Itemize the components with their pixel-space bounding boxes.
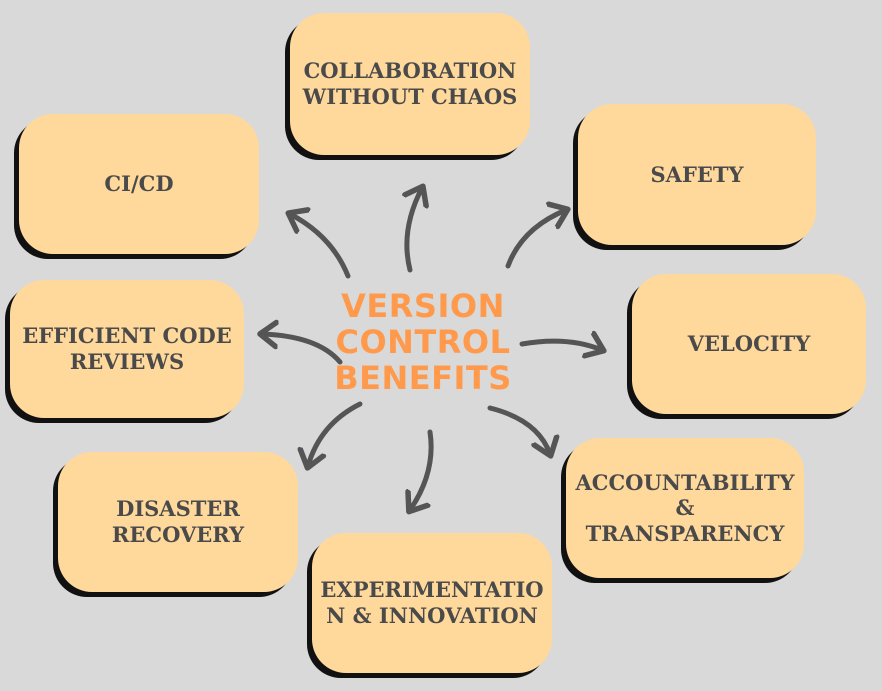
benefit-accountability-label: ACCOUNTABILITY & TRANSPARENCY bbox=[575, 469, 795, 546]
benefit-experimentation-box: EXPERIMENTATIO N & INNOVATION bbox=[312, 533, 552, 673]
benefit-velocity-label: VELOCITY bbox=[687, 331, 811, 357]
arrow-to-safety bbox=[505, 210, 566, 269]
benefit-cicd-label: CI/CD bbox=[104, 171, 174, 197]
benefit-collaboration-label: COLLABORATION WITHOUT CHAOS bbox=[302, 58, 518, 109]
benefit-cicd-box: CI/CD bbox=[19, 114, 259, 254]
benefit-collaboration-box: COLLABORATION WITHOUT CHAOS bbox=[290, 13, 530, 155]
benefit-disaster-recovery-box: DISASTER RECOVERY bbox=[58, 452, 298, 592]
arrow-to-experimentation bbox=[410, 429, 434, 510]
benefit-efficient-code-reviews-box: EFFICIENT CODE REVIEWS bbox=[10, 280, 244, 418]
center-title: VERSION CONTROL BENEFITS bbox=[318, 280, 528, 406]
benefit-disaster-recovery-label: DISASTER RECOVERY bbox=[111, 496, 245, 547]
benefit-accountability-box: ACCOUNTABILITY & TRANSPARENCY bbox=[566, 438, 804, 578]
benefit-experimentation-label: EXPERIMENTATIO N & INNOVATION bbox=[320, 577, 544, 628]
benefit-velocity-box: VELOCITY bbox=[632, 274, 866, 414]
arrow-to-cicd bbox=[290, 214, 351, 279]
arrow-to-efficient-code-reviews bbox=[262, 334, 343, 365]
center-title-text: VERSION CONTROL BENEFITS bbox=[334, 287, 512, 397]
benefit-safety-box: SAFETY bbox=[578, 104, 816, 245]
arrow-to-velocity bbox=[519, 341, 602, 350]
arrow-to-disaster-recovery bbox=[308, 401, 363, 466]
benefit-efficient-code-reviews-label: EFFICIENT CODE REVIEWS bbox=[22, 323, 232, 374]
benefit-safety-label: SAFETY bbox=[650, 161, 744, 187]
arrow-to-accountability bbox=[487, 405, 550, 454]
arrow-to-collaboration bbox=[407, 188, 422, 273]
